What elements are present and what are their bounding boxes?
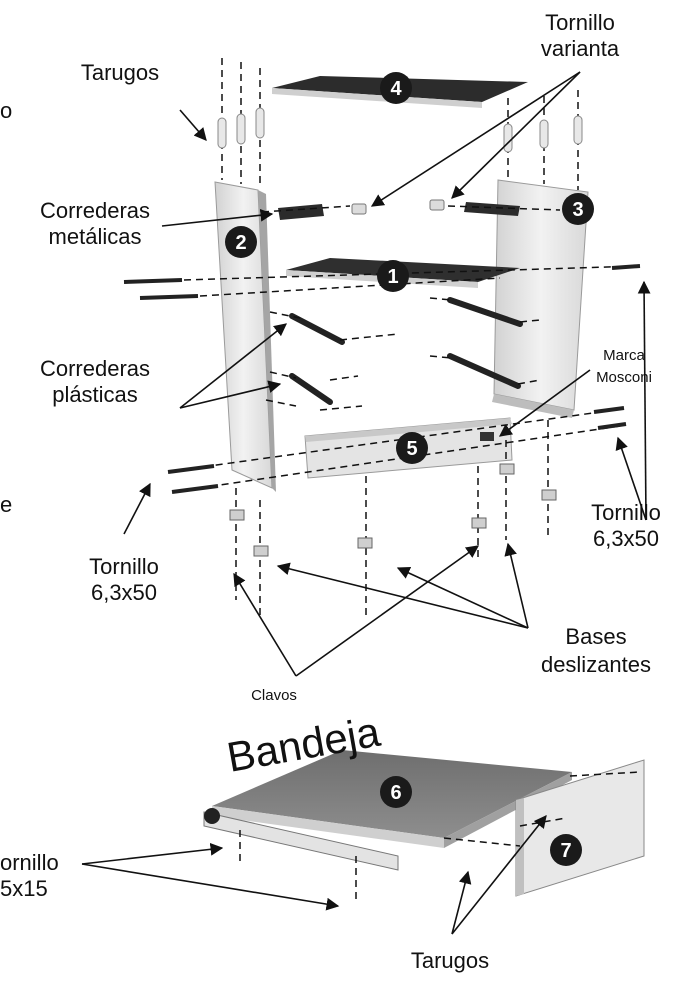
label-tornillo-right-1: Tornillo (591, 500, 661, 525)
label-marca-mosconi-1: Marca (603, 347, 645, 364)
svg-text:6: 6 (390, 782, 401, 804)
badge-7: 7 (550, 834, 582, 866)
dowels-top-right (503, 90, 583, 190)
label-tarugos-top: Tarugos (81, 60, 159, 85)
badge-3: 3 (562, 193, 594, 225)
label-correderas-plasticas-2: plásticas (52, 382, 138, 407)
label-edge-o: o (0, 98, 12, 123)
label-correderas-metalicas-1: Correderas (40, 198, 150, 223)
svg-text:4: 4 (390, 78, 402, 100)
label-clavos: Clavos (251, 687, 297, 704)
label-tarugos-bottom: Tarugos (411, 948, 489, 973)
label-tornillo-varianta-2: varianta (541, 36, 620, 61)
label-tornillo-bottom-1: ornillo (0, 850, 59, 875)
badge-6: 6 (380, 776, 412, 808)
svg-text:1: 1 (387, 266, 398, 288)
dowels-top-left (217, 58, 265, 188)
right-side-panel-3 (492, 179, 589, 418)
badge-1: 1 (377, 260, 409, 292)
label-correderas-metalicas-2: metálicas (49, 224, 142, 249)
front-panel-7 (443, 759, 645, 897)
label-correderas-plasticas-1: Correderas (40, 356, 150, 381)
label-tornillo-left-1: Tornillo (89, 554, 159, 579)
label-tornillo-left-2: 6,3x50 (91, 580, 157, 605)
left-side-panel-2 (214, 181, 276, 492)
label-bases-2: deslizantes (541, 652, 651, 677)
label-marca-mosconi-2: Mosconi (596, 369, 652, 386)
callout-arrows (81, 71, 651, 935)
sliding-bases (229, 420, 557, 620)
badge-5: 5 (396, 432, 428, 464)
label-edge-e: e (0, 492, 12, 517)
badge-4: 4 (380, 72, 412, 104)
label-tornillo-right-2: 6,3x50 (593, 526, 659, 551)
badge-2: 2 (225, 226, 257, 258)
metal-slides (261, 199, 561, 220)
mosconi-mark (480, 432, 494, 441)
svg-text:3: 3 (572, 199, 583, 221)
tray-metal-slide (203, 808, 399, 900)
label-bases-1: Bases (565, 624, 626, 649)
plastic-slides (265, 297, 541, 411)
label-tornillo-bottom-2: 5x15 (0, 876, 48, 901)
svg-text:5: 5 (406, 438, 417, 460)
svg-text:7: 7 (560, 840, 571, 862)
label-tornillo-varianta-1: Tornillo (545, 10, 615, 35)
labels: Tarugos Tornillo varianta Correderas met… (0, 10, 661, 973)
svg-text:2: 2 (235, 232, 246, 254)
